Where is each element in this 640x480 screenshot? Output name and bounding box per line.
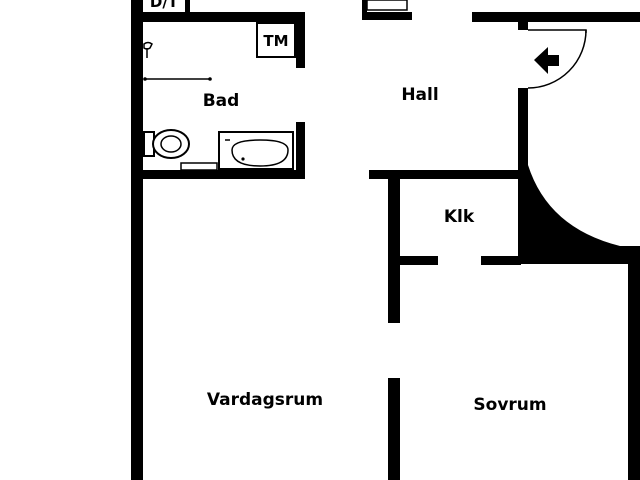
closet-wall-top [369, 170, 520, 179]
arrow-left-icon [534, 47, 559, 74]
walls [131, 0, 640, 480]
washing-machine-label: TM [263, 32, 288, 50]
top-center-box [366, 0, 408, 11]
cut-off-box [143, 0, 185, 12]
top-wall-center-stub [362, 0, 367, 14]
cut-off-label: D/T [150, 0, 179, 11]
top-wall-stub [185, 0, 190, 14]
outer-wall-left [131, 0, 143, 480]
curved-wall [518, 165, 640, 264]
bath-mat [180, 162, 218, 171]
shower-rail [143, 41, 212, 81]
room-label-closet: Klk [444, 207, 475, 227]
entrance-wall-upper [518, 22, 528, 30]
top-wall-left [131, 12, 304, 22]
room-label-hall: Hall [401, 85, 438, 105]
outer-wall-right [628, 246, 640, 480]
washbasin [218, 131, 294, 170]
bathroom-wall-right-upper [296, 12, 305, 68]
top-wall-center [362, 12, 412, 20]
room-label-living-room: Vardagsrum [207, 390, 323, 410]
closet-wall-bottom-left [400, 256, 438, 265]
closet-wall-bottom-right [481, 256, 521, 265]
entrance-door [527, 29, 587, 89]
room-label-bedroom: Sovrum [473, 395, 546, 415]
divider-wall-lower [388, 378, 400, 480]
closet-wall-left [388, 170, 400, 323]
top-wall-right [472, 12, 640, 22]
washing-machine: TM [256, 22, 296, 58]
bathroom-wall-right-lower [296, 122, 305, 177]
toilet [143, 129, 190, 159]
bathroom-wall-bottom [131, 170, 305, 179]
room-label-bathroom: Bad [203, 91, 240, 111]
